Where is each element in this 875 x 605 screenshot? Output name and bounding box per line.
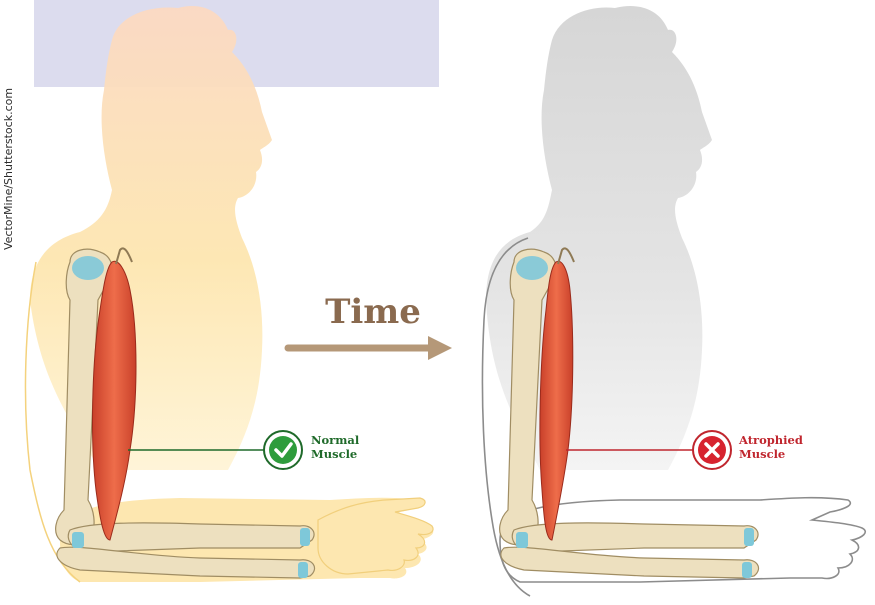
atrophied-elbow-cartilage (516, 532, 528, 548)
atrophied-figure (482, 6, 865, 596)
atrophied-wrist-cartilage-2 (742, 562, 752, 578)
normal-wrist-cartilage-1 (300, 528, 310, 546)
atrophied-wrist-cartilage-1 (744, 528, 754, 546)
atrophied-label-line1: Atrophied (739, 433, 803, 447)
normal-muscle-label: Normal Muscle (311, 433, 359, 461)
time-arrow-head (428, 336, 452, 360)
time-label: Time (318, 292, 428, 332)
check-icon-fill (269, 436, 297, 464)
atrophied-muscle-label: Atrophied Muscle (739, 433, 803, 461)
normal-label-line2: Muscle (311, 447, 359, 461)
normal-label-line1: Normal (311, 433, 359, 447)
normal-wrist-cartilage-2 (298, 562, 308, 578)
normal-elbow-cartilage (72, 532, 84, 548)
atrophied-shoulder-cartilage (516, 256, 548, 280)
image-credit: VectorMine/Shutterstock.com (2, 88, 15, 250)
normal-shoulder-cartilage (72, 256, 104, 280)
atrophied-label-line2: Muscle (739, 447, 803, 461)
time-arrow (288, 336, 452, 360)
